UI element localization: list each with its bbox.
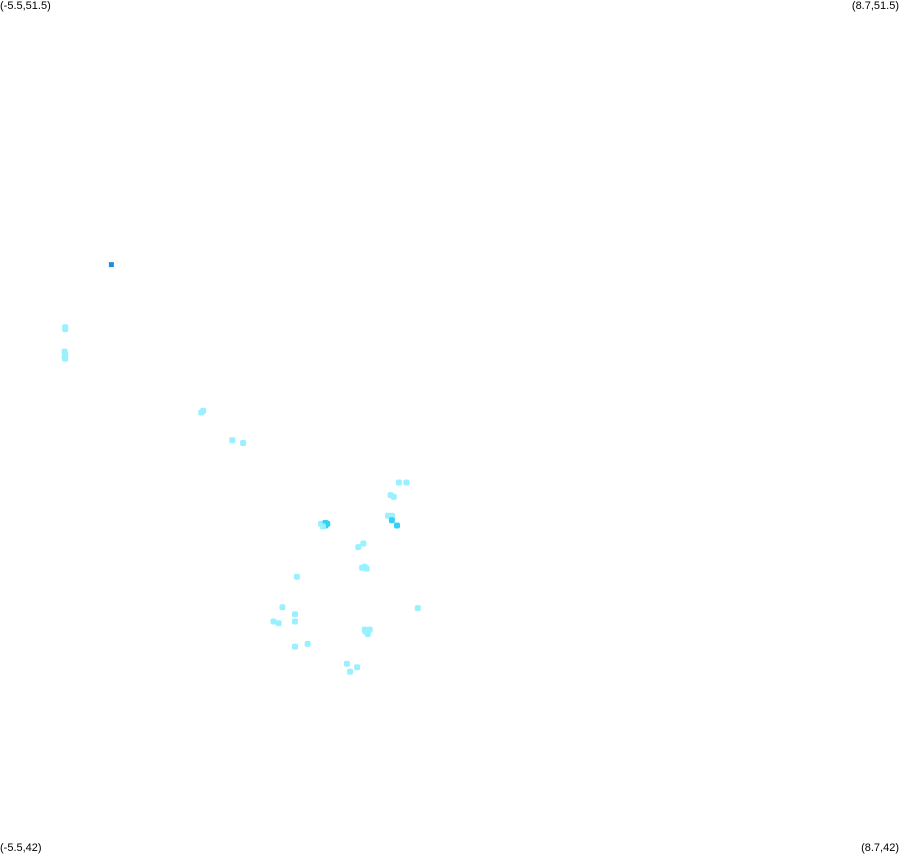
map-point-light	[355, 544, 362, 551]
map-point-light	[395, 479, 402, 486]
map-point-light	[62, 355, 69, 362]
map-point-light	[62, 326, 69, 333]
map-point-light	[403, 479, 410, 486]
map-point-light	[360, 540, 367, 547]
map-point-light	[343, 660, 350, 667]
map-point-light	[414, 605, 421, 612]
map-point-light	[229, 437, 236, 444]
map-point-medium	[388, 517, 395, 524]
map-point-light	[279, 604, 286, 611]
points-layer	[61, 262, 421, 675]
map-point-dark	[108, 262, 114, 268]
map-point-light	[390, 493, 397, 500]
map-point-light	[354, 664, 361, 671]
map-point-light	[361, 563, 368, 570]
corner-label-bottom-left: (-5.5,42)	[0, 842, 42, 854]
map-point-light	[292, 611, 298, 618]
map-point-light	[275, 620, 282, 627]
map-point-light	[292, 618, 298, 625]
map-point-light	[362, 628, 369, 635]
map-point-light	[200, 407, 207, 414]
map-point-light	[388, 512, 395, 519]
corner-label-top-left: (-5.5,51.5)	[0, 0, 51, 12]
corner-label-bottom-right: (8.7,42)	[861, 842, 899, 854]
map-point-light	[240, 440, 247, 446]
map-point-light	[270, 618, 277, 625]
map-point-light	[304, 640, 311, 647]
map-point-light	[347, 668, 354, 675]
map-point-light	[292, 643, 298, 650]
map-point-light	[319, 523, 326, 530]
map-point-medium	[394, 522, 400, 529]
corner-label-top-right: (8.7,51.5)	[851, 0, 899, 12]
map-point-light	[293, 573, 300, 580]
